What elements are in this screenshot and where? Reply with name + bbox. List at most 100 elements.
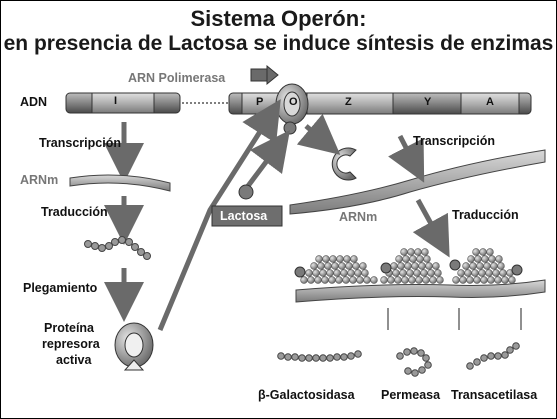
lactose-arrow [246,130,290,188]
polypeptide-bead [300,276,308,284]
polypeptide-bead [485,269,493,277]
polypeptide-bead [406,269,414,277]
polypeptide-bead [387,276,395,284]
polypeptide-bead [335,276,343,284]
inactive-repressor [331,147,357,181]
polypeptide-bead [402,255,410,263]
polypeptide-bead [338,262,346,270]
ribosome [380,262,392,274]
polypeptide-bead [459,276,467,284]
polypeptide-bead [425,262,433,270]
title-line-2: en presencia de Lactosa se induce síntes… [3,32,554,55]
polypeptide-bead [479,248,487,256]
ribosome [449,259,461,271]
polypeptide-bead [497,262,505,270]
polypeptide-bead [400,248,408,256]
label-traduccion-left: Traducción [41,205,108,219]
label-arnm-right: ARNm [339,210,378,224]
polypeptide-bead [418,262,426,270]
label-represora: represora [42,337,100,351]
polypeptide-bead [321,276,329,284]
ribosome [511,264,523,276]
polypeptide-bead [310,262,318,270]
polypeptide-bead [397,262,405,270]
dna-segment-a: A [486,96,494,108]
polypeptide-bead [352,262,360,270]
dna-segment-y: Y [424,96,432,108]
label-activa: activa [56,353,92,367]
polypeptide-bead [415,276,423,284]
polypeptide-bead [350,255,358,263]
polypeptide-bead [427,269,435,277]
polypeptide-bead [329,255,337,263]
polypeptide-bead [354,269,362,277]
polypeptide-bead [411,262,419,270]
polypeptide-bead [472,248,480,256]
polypeptide-bead [361,269,369,277]
polypeptide-bead [370,276,378,284]
polypeptide-bead [429,276,437,284]
rna-polymerase [250,64,279,86]
polypeptide-bead [471,269,479,277]
polypeptide-bead [408,276,416,284]
polypeptide-bead [466,276,474,284]
label-transcripcion-right: Transcripción [413,134,495,148]
polypeptide-bead [407,248,415,256]
right-transcription-arrow [388,134,425,183]
polypeptide-bead [324,262,332,270]
polypeptide-bead [343,255,351,263]
polypeptide-bead [464,269,472,277]
polypeptide-bead [305,269,313,277]
polypeptide-bead [469,262,477,270]
polypeptide-bead [394,276,402,284]
polypeptide-bead [501,276,509,284]
polypeptide-bead [312,269,320,277]
polyribosome-clusters [294,248,523,284]
polypeptide-bead [495,255,503,263]
polypeptide-bead [434,269,442,277]
polypeptide-bead [487,276,495,284]
polypeptide-bead [319,269,327,277]
polypeptide-bead [416,255,424,263]
polypeptide-bead [422,276,430,284]
polypeptide-bead [392,269,400,277]
dna-segment-o: O [289,96,298,108]
title-line-1: Sistema Operón: [190,6,367,31]
polypeptide-bead [390,262,398,270]
polypeptide-bead [322,255,330,263]
label-lactosa: Lactosa [220,209,268,223]
label-proteina: Proteína [44,321,95,335]
polypeptide-bead [336,255,344,263]
label-transacetilasa: Transacetilasa [451,388,538,402]
polypeptide-bead [359,262,367,270]
polypeptide-bead [421,248,429,256]
polypeptide-bead [317,262,325,270]
repressor-on-operator [275,83,309,135]
ribosome [294,266,306,278]
polypeptide-bead [342,276,350,284]
polypeptide-bead [404,262,412,270]
lower-mrna [295,279,546,303]
polypeptide-bead [314,276,322,284]
polypeptide-bead [474,255,482,263]
dna-regulator-segment [65,92,181,114]
left-mrna [69,174,171,192]
polypeptide-bead [476,262,484,270]
polypeptide-bead [420,269,428,277]
lactose-molecule [238,184,254,200]
right-translation-arrow [412,198,450,258]
polypeptide-bead [499,269,507,277]
polypeptide-bead [315,255,323,263]
polypeptide-bead [414,248,422,256]
polypeptide-bead [508,276,516,284]
polypeptide-bead [328,276,336,284]
label-permeasa: Permeasa [381,388,441,402]
polypeptide-bead [457,269,465,277]
active-repressor [114,322,154,371]
polypeptide-bead [478,269,486,277]
lactose-box [211,205,283,227]
polypeptide-bead [490,262,498,270]
polypeptide-bead [356,276,364,284]
polypeptide-bead [349,276,357,284]
